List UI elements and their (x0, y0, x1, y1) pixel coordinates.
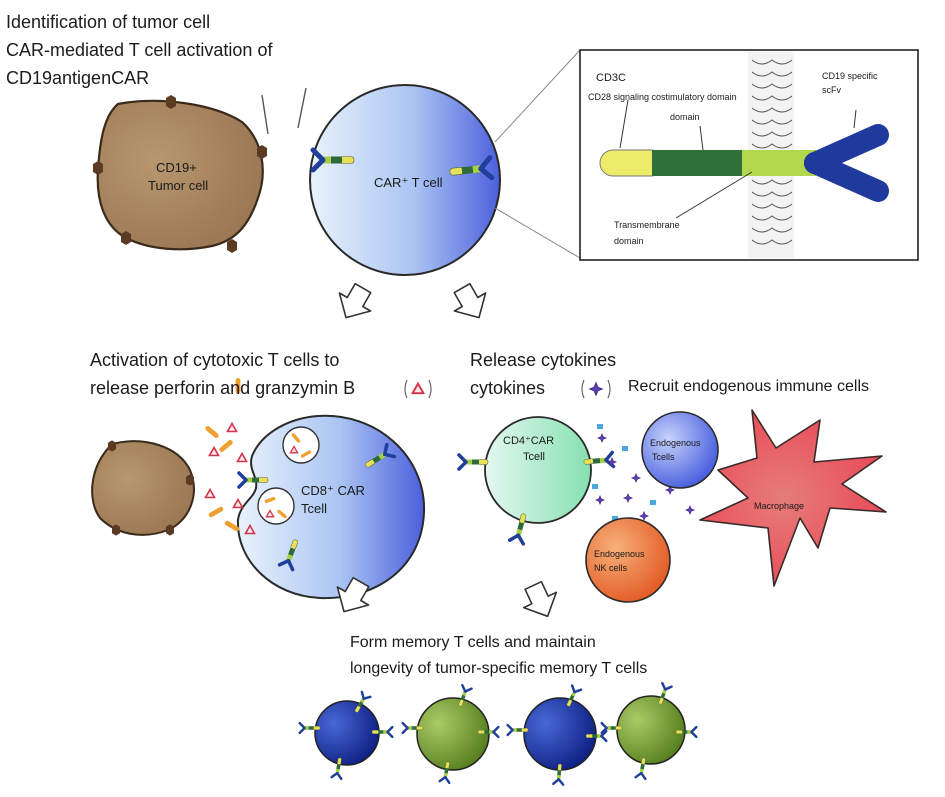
cytokines-heading-2: cytokines (470, 378, 546, 398)
inset-pointers (619, 99, 857, 219)
inset-cd28-label: CD28 signaling costimulatory domain (588, 92, 737, 102)
macrophage (699, 409, 887, 587)
memory-heading-1: Form memory T cells and maintain (350, 634, 596, 651)
cytokines-heading-1: Release cytokines (470, 350, 617, 370)
car-t-cell-label: CAR⁺ T cell (374, 175, 443, 190)
recruit-heading: Recruit endogenous immune cells (628, 378, 870, 395)
car-receptor-detail (599, 124, 889, 202)
contact-lines (261, 87, 307, 135)
cd4-car-t-cell (484, 416, 592, 524)
cytotoxic-heading-2: release perforin and granzymin B (90, 378, 356, 398)
cd4-label-2: Tcell (523, 451, 546, 463)
arrow-to-cytotoxic (329, 278, 380, 328)
zoom-lines (494, 49, 581, 259)
inset-tm-label-2: domain (614, 236, 644, 246)
header-line-1: Identification of tumor cell (6, 12, 211, 32)
tumor-label-1: CD19+ (156, 160, 197, 175)
inset-scfv-label-2: scFv (822, 85, 841, 95)
inset-cd3c-label: CD3C (596, 72, 626, 84)
memory-t-cells (298, 682, 698, 786)
macrophage-label: Macrophage (754, 501, 805, 511)
cd4-label-1: CD4⁺CAR (503, 435, 555, 447)
endogenous-t-label-2: Tcells (652, 452, 675, 462)
endogenous-nk-label-2: NK cells (594, 563, 628, 573)
endogenous-nk-cell (585, 517, 671, 603)
cytotoxic-heading-1: Activation of cytotoxic T cells to (90, 350, 340, 370)
endogenous-t-label-1: Endogenous (650, 438, 701, 448)
header-line-2: CAR-mediated T cell activation of (6, 40, 273, 60)
inset-scfv-label-1: CD19 specific (822, 71, 878, 81)
arrow-to-memory-right (516, 577, 565, 625)
inset-tm-label-1: Transmembrane (614, 220, 680, 230)
header-line-3: CD19antigenCAR (6, 68, 150, 88)
arrow-to-cytokines (445, 278, 496, 328)
tumor-cell-middle (91, 440, 195, 536)
tumor-label-2: Tumor cell (148, 178, 209, 193)
tumor-cell-top (96, 99, 264, 251)
cd8-label-2: Tcell (301, 501, 328, 516)
memory-heading-2: longevity of tumor-specific memory T cel… (350, 660, 648, 677)
car-t-cell-top (309, 84, 501, 276)
cd8-label-1: CD8⁺ CAR (301, 483, 365, 498)
inset-domain-label: domain (670, 112, 700, 122)
endogenous-nk-label-1: Endogenous (594, 549, 645, 559)
endogenous-t-cell (641, 411, 719, 489)
